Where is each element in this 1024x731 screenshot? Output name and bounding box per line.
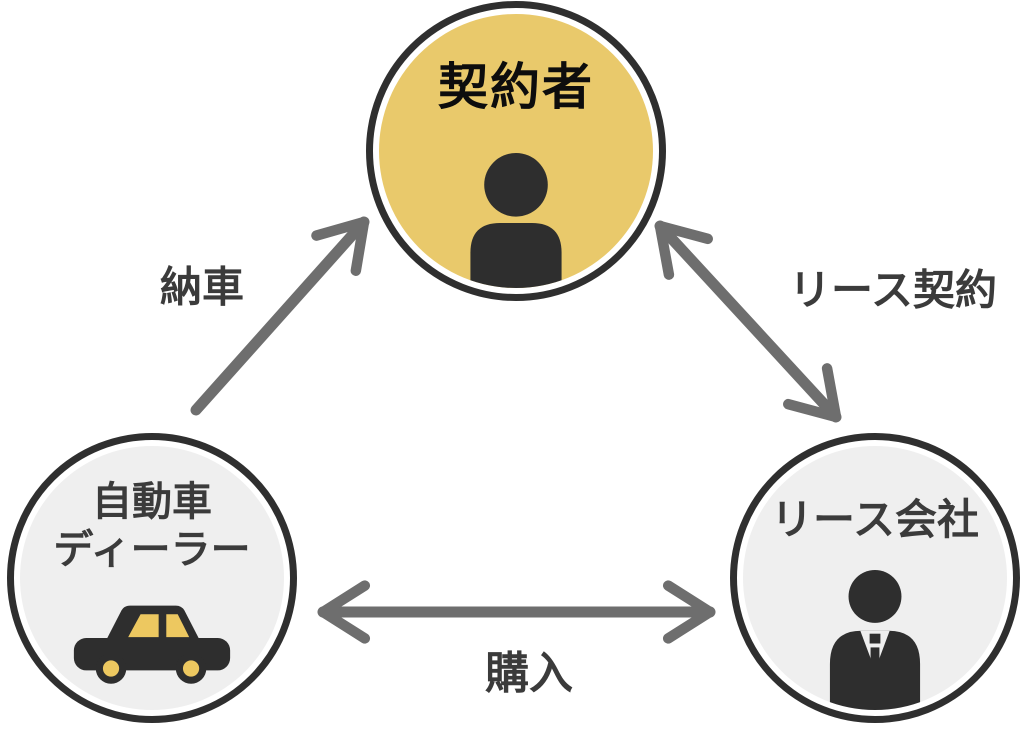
car-icon <box>73 605 231 684</box>
node-contractor-fill: 契約者 <box>379 14 653 288</box>
edge-label-lease-contract: リース契約 <box>789 266 997 314</box>
node-dealer-label-line1: 自動車 <box>92 480 212 524</box>
node-contractor-label: 契約者 <box>438 59 594 115</box>
node-dealer: 自動車 ディーラー <box>7 433 297 723</box>
businessman-icon <box>829 570 921 710</box>
node-lease-company-fill: リース会社 <box>743 446 1007 710</box>
edge-label-purchase: 購入 <box>485 649 573 698</box>
node-contractor: 契約者 <box>366 1 666 301</box>
node-dealer-fill: 自動車 ディーラー <box>20 446 284 710</box>
edge-label-delivery: 納車 <box>159 263 245 311</box>
node-dealer-label: 自動車 ディーラー <box>20 478 284 574</box>
node-lease-company-label: リース会社 <box>771 496 979 543</box>
delivery-arrow <box>190 216 370 416</box>
node-lease-company: リース会社 <box>730 433 1020 723</box>
lease-contract-arrow <box>654 220 842 423</box>
node-dealer-label-line2: ディーラー <box>53 528 251 572</box>
person-icon <box>470 153 562 288</box>
